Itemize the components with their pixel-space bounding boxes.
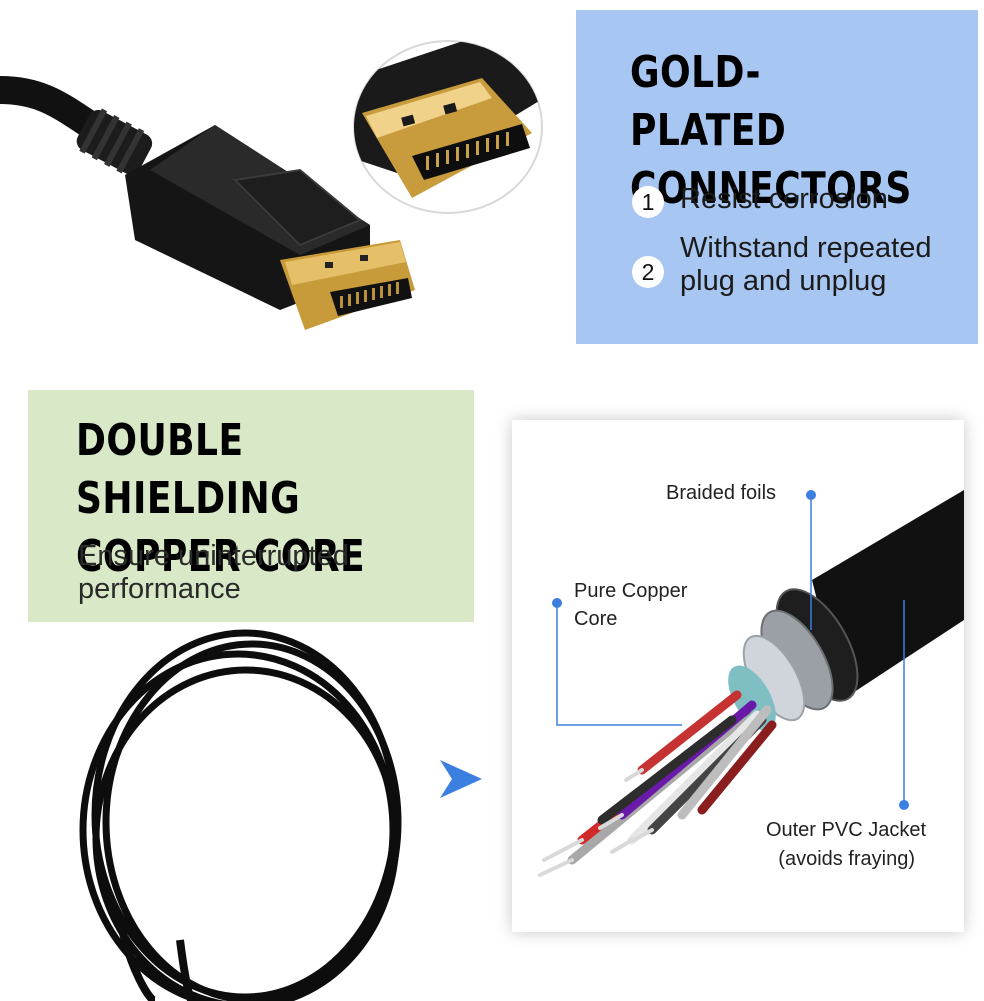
gold-plated-panel <box>576 10 978 344</box>
callout-outer-pvc-jacket: Outer PVC Jacket <box>765 819 926 841</box>
shield-desc-line-1: Ensure uninterrupted <box>78 540 349 572</box>
benefit-withstand-plugging: Withstand repeated plug and unplug <box>680 232 970 298</box>
benefit-resist-corrosion: Resist corrosion <box>680 183 888 215</box>
double-shielding-panel <box>28 390 474 622</box>
gold-title-line-2: CONNECTORS <box>630 163 912 214</box>
callout-dot-jacket <box>899 800 909 810</box>
shield-desc-line-2: performance <box>78 573 241 605</box>
benefit-2-line-2: plug and unplug <box>680 265 887 297</box>
callout-avoids-fraying: (avoids fraying) <box>778 848 915 870</box>
callout-dot-copper <box>552 598 562 608</box>
callout-pure-copper-core: Pure Copper Core <box>574 577 734 633</box>
connector-closeup-icon <box>353 40 543 214</box>
arrow-right-icon <box>440 760 482 798</box>
cable-cross-section-icon <box>538 490 964 877</box>
benefit-number-2: 2 <box>632 256 664 288</box>
gold-plated-title: GOLD-PLATED CONNECTORS <box>630 44 912 218</box>
callout-braided-foils: Braided foils <box>666 482 777 504</box>
copper-line-1: Pure Copper <box>574 580 688 602</box>
benefit-number-1: 1 <box>632 186 664 218</box>
coiled-cable-icon <box>79 629 402 1001</box>
gold-title-line-1: GOLD-PLATED <box>630 47 787 156</box>
double-shielding-description: Ensure uninterrupted performance <box>78 540 438 606</box>
benefit-2-line-1: Withstand repeated <box>680 232 932 264</box>
copper-line-2: Core <box>574 608 618 630</box>
shield-title-line-1: DOUBLE SHIELDING <box>76 415 301 524</box>
displayport-plug-icon <box>0 76 415 330</box>
double-shielding-title: DOUBLE SHIELDING COPPER CORE <box>76 412 461 586</box>
shield-title-line-2: COPPER CORE <box>76 531 366 582</box>
callout-dot-braided <box>806 490 816 500</box>
